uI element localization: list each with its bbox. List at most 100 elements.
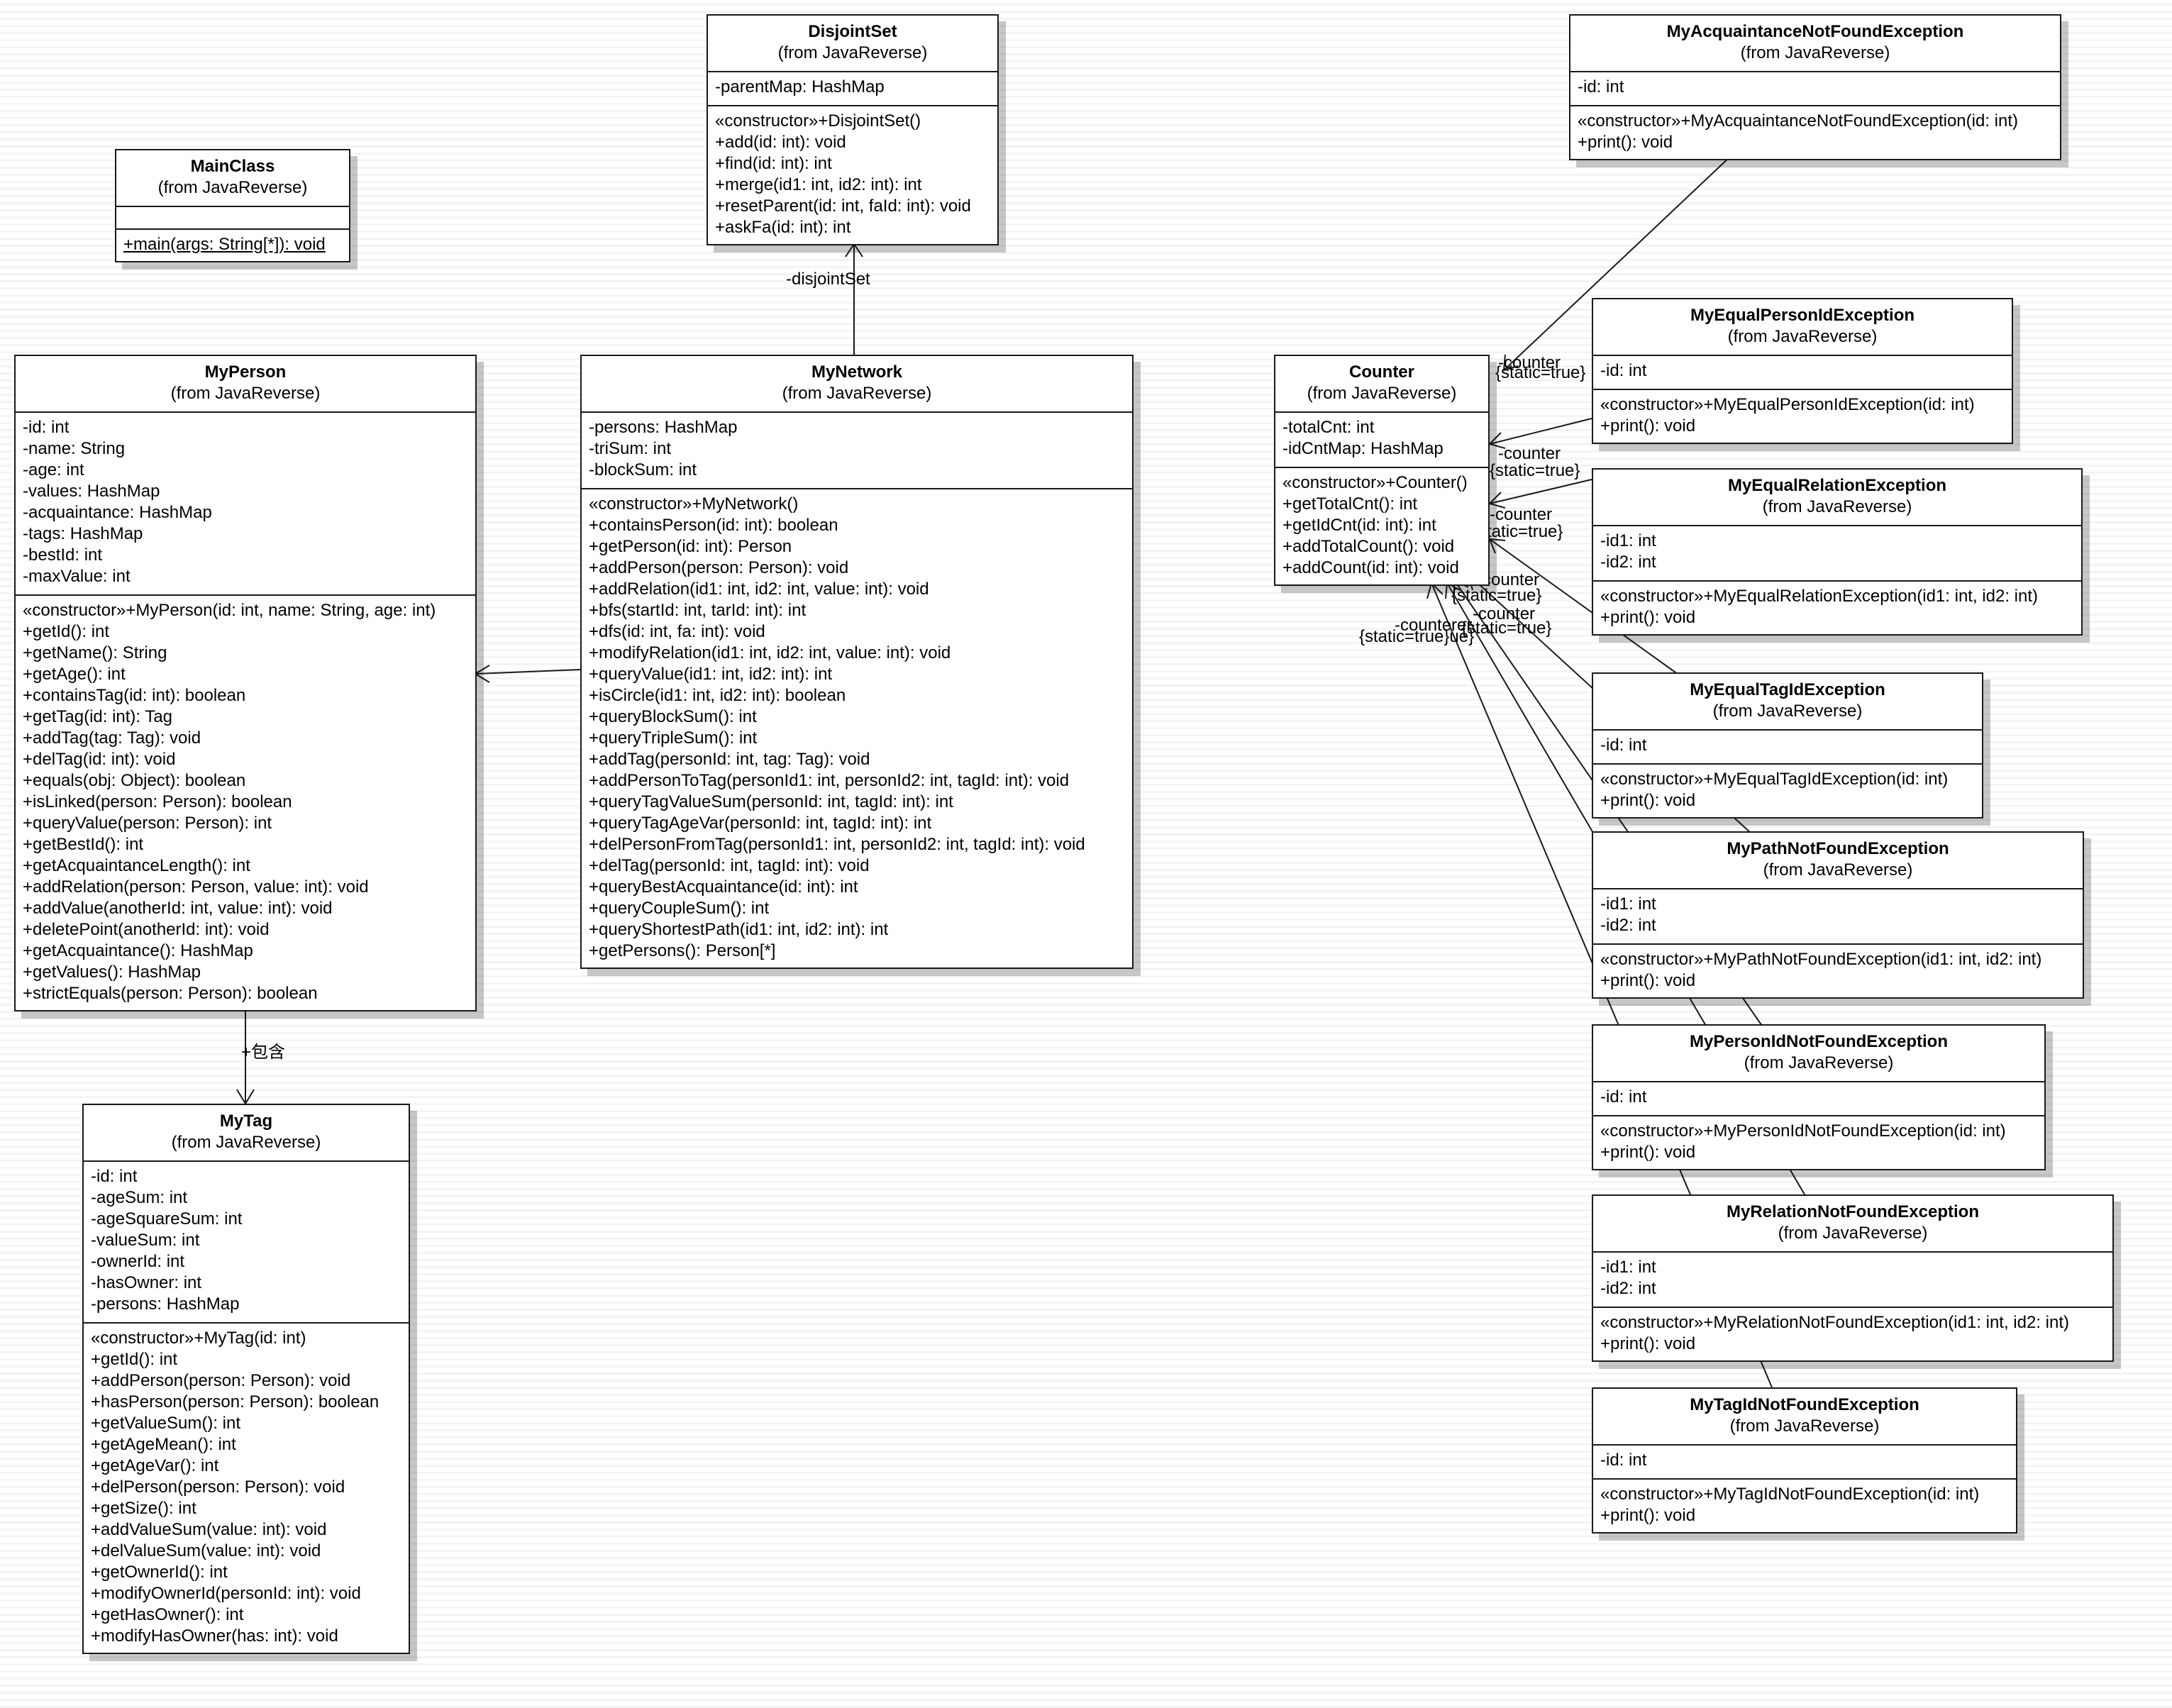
operation-row: +strictEquals(person: Person): boolean xyxy=(23,984,318,1003)
class-name: MyTag xyxy=(219,1111,273,1131)
class-myperson[interactable]: MyPerson (from JavaReverse) -id: int-nam… xyxy=(14,355,477,1011)
attribute-compartment: -persons: HashMap-triSum: int-blockSum: … xyxy=(582,413,1132,488)
operation-row: +delTag(id: int): void xyxy=(23,750,176,769)
operation-row: +addPerson(person: Person): void xyxy=(589,558,849,577)
operation-row: +equals(obj: Object): boolean xyxy=(23,771,246,790)
operation-compartment: «constructor»+MyPathNotFoundException(id… xyxy=(1593,943,2083,997)
operation-row: «constructor»+MyNetwork() xyxy=(589,494,799,514)
operation-compartment: «constructor»+MyTag(id: int)+getId(): in… xyxy=(84,1322,409,1653)
operation-row: +addCount(id: int): void xyxy=(1282,558,1459,577)
counter-static-label: {static=true} xyxy=(1490,461,1580,480)
operation-row: +getAge(): int xyxy=(23,665,126,684)
class-my-equal-relation-exception[interactable]: MyEqualRelationException (from JavaRever… xyxy=(1592,468,2083,636)
attribute-row: -acquaintance: HashMap xyxy=(23,503,212,522)
attribute-row: -triSum: int xyxy=(589,439,672,458)
attribute-row: -ageSquareSum: int xyxy=(91,1209,243,1229)
attribute-compartment: -totalCnt: int-idCntMap: HashMap xyxy=(1275,413,1488,467)
operation-row: +delTag(personId: int, tagId: int): void xyxy=(589,856,870,875)
operation-row: +getIdCnt(id: int): int xyxy=(1282,516,1436,535)
class-header: MyPathNotFoundException (from JavaRevers… xyxy=(1593,833,2083,889)
operation-row: +merge(id1: int, id2: int): int xyxy=(715,175,922,194)
attribute-row: -maxValue: int xyxy=(23,567,131,586)
operation-row: +getAgeMean(): int xyxy=(91,1435,236,1454)
attribute-row: -id2: int xyxy=(1600,553,1656,572)
operation-row: +getBestId(): int xyxy=(23,835,144,854)
class-header: MyPersonIdNotFoundException (from JavaRe… xyxy=(1593,1026,2044,1082)
operation-row: +print(): void xyxy=(1578,133,1673,152)
class-name: MyAcquaintanceNotFoundException xyxy=(1666,22,1964,41)
operation-compartment: «constructor»+MyTagIdNotFoundException(i… xyxy=(1593,1478,2016,1532)
attribute-compartment: -id: int xyxy=(1570,72,2060,105)
class-mytag[interactable]: MyTag (from JavaReverse) -id: int-ageSum… xyxy=(82,1104,410,1654)
class-source: (from JavaReverse) xyxy=(1307,384,1457,403)
operation-row: +getAcquaintanceLength(): int xyxy=(23,856,250,875)
class-my-equal-person-id-exception[interactable]: MyEqualPersonIdException (from JavaRever… xyxy=(1592,298,2013,444)
operation-compartment: «constructor»+MyPerson(id: int, name: St… xyxy=(16,594,475,1010)
class-mynetwork[interactable]: MyNetwork (from JavaReverse) -persons: H… xyxy=(580,355,1134,969)
class-header: MyEqualRelationException (from JavaRever… xyxy=(1593,470,2081,526)
disjointset-role-label: -disjointSet xyxy=(786,270,870,289)
operation-row: +queryTagAgeVar(personId: int, tagId: in… xyxy=(589,814,932,833)
class-disjointset[interactable]: DisjointSet (from JavaReverse) -parentMa… xyxy=(707,14,999,245)
operation-row: +queryShortestPath(id1: int, id2: int): … xyxy=(589,920,889,939)
operation-row: +getId(): int xyxy=(91,1350,178,1369)
class-source: (from JavaReverse) xyxy=(1712,702,1863,721)
class-my-equal-tag-id-exception[interactable]: MyEqualTagIdException (from JavaReverse)… xyxy=(1592,672,1983,819)
operation-compartment: +main(args: String[*]): void xyxy=(116,228,349,261)
class-my-relation-not-found-exception[interactable]: MyRelationNotFoundException (from JavaRe… xyxy=(1592,1194,2114,1362)
class-counter[interactable]: Counter (from JavaReverse) -totalCnt: in… xyxy=(1274,355,1490,586)
class-header: MyAcquaintanceNotFoundException (from Ja… xyxy=(1570,16,2060,72)
operation-row: +modifyOwnerId(personId: int): void xyxy=(91,1584,361,1603)
operation-row: +isLinked(person: Person): boolean xyxy=(23,792,292,811)
class-my-person-id-not-found-exception[interactable]: MyPersonIdNotFoundException (from JavaRe… xyxy=(1592,1024,2046,1170)
class-header: Counter (from JavaReverse) xyxy=(1275,356,1488,413)
attribute-row: -id2: int xyxy=(1600,1279,1656,1298)
class-my-tag-id-not-found-exception[interactable]: MyTagIdNotFoundException (from JavaRever… xyxy=(1592,1387,2017,1534)
operation-compartment: «constructor»+MyPersonIdNotFoundExceptio… xyxy=(1593,1115,2044,1169)
attribute-compartment: -id: int-name: String-age: int-values: H… xyxy=(16,413,475,594)
class-name: MainClass xyxy=(190,157,275,176)
attribute-row: -persons: HashMap xyxy=(589,418,738,437)
class-name: MyEqualTagIdException xyxy=(1690,680,1885,699)
attribute-compartment: -id1: int-id2: int xyxy=(1593,526,2081,580)
operation-row: +dfs(id: int, fa: int): void xyxy=(589,622,765,641)
operation-row: +queryTagValueSum(personId: int, tagId: … xyxy=(589,792,953,811)
attribute-row: -id: int xyxy=(1600,736,1647,755)
class-header: DisjointSet (from JavaReverse) xyxy=(708,16,997,72)
class-mainclass[interactable]: MainClass (from JavaReverse) +main(args:… xyxy=(115,149,350,262)
class-my-acquaintance-not-found-exception[interactable]: MyAcquaintanceNotFoundException (from Ja… xyxy=(1569,14,2061,160)
operation-row: +isCircle(id1: int, id2: int): boolean xyxy=(589,686,846,705)
class-name: DisjointSet xyxy=(808,22,897,41)
attribute-row: -ageSum: int xyxy=(91,1188,188,1207)
class-source: (from JavaReverse) xyxy=(1763,860,1913,880)
attribute-compartment: -id: int xyxy=(1593,731,1982,763)
operation-row: +deletePoint(anotherId: int): void xyxy=(23,920,270,939)
operation-row: +print(): void xyxy=(1600,608,1696,627)
operation-row: +queryBestAcquaintance(id: int): int xyxy=(589,877,858,897)
operation-row: +getPersons(): Person[*] xyxy=(589,941,776,960)
operation-row: «constructor»+MyEqualTagIdException(id: … xyxy=(1600,770,1949,789)
class-name: MyPerson xyxy=(204,362,287,382)
attribute-row: -age: int xyxy=(23,460,84,479)
attribute-compartment: -parentMap: HashMap xyxy=(708,72,997,105)
operation-row: +queryValue(id1: int, id2: int): int xyxy=(589,665,833,684)
counter-static-label: {static=true} xyxy=(1495,363,1586,382)
operation-row: «constructor»+MyAcquaintanceNotFoundExce… xyxy=(1578,111,2018,131)
operation-row: +modifyRelation(id1: int, id2: int, valu… xyxy=(589,643,951,662)
attribute-compartment: -id: int xyxy=(1593,1446,2016,1478)
class-header: MyPerson (from JavaReverse) xyxy=(16,356,475,413)
operation-row: +queryTripleSum(): int xyxy=(589,728,758,748)
class-header: MainClass (from JavaReverse) xyxy=(116,150,349,207)
counter-role-label: -counter xyxy=(1498,353,1561,372)
operation-row: +queryCoupleSum(): int xyxy=(589,899,770,918)
attribute-row: -id: int xyxy=(91,1167,138,1186)
attribute-compartment: -id: int-ageSum: int-ageSquareSum: int-v… xyxy=(84,1162,409,1322)
operation-row: «constructor»+MyPerson(id: int, name: St… xyxy=(23,601,436,620)
class-my-path-not-found-exception[interactable]: MyPathNotFoundException (from JavaRevers… xyxy=(1592,831,2084,999)
attribute-row: -hasOwner: int xyxy=(91,1273,202,1292)
class-source: (from JavaReverse) xyxy=(1778,1224,1928,1243)
class-header: MyNetwork (from JavaReverse) xyxy=(582,356,1132,413)
operation-row: +getId(): int xyxy=(23,622,110,641)
operation-row: +queryBlockSum(): int xyxy=(589,707,757,726)
class-header: MyRelationNotFoundException (from JavaRe… xyxy=(1593,1196,2112,1253)
